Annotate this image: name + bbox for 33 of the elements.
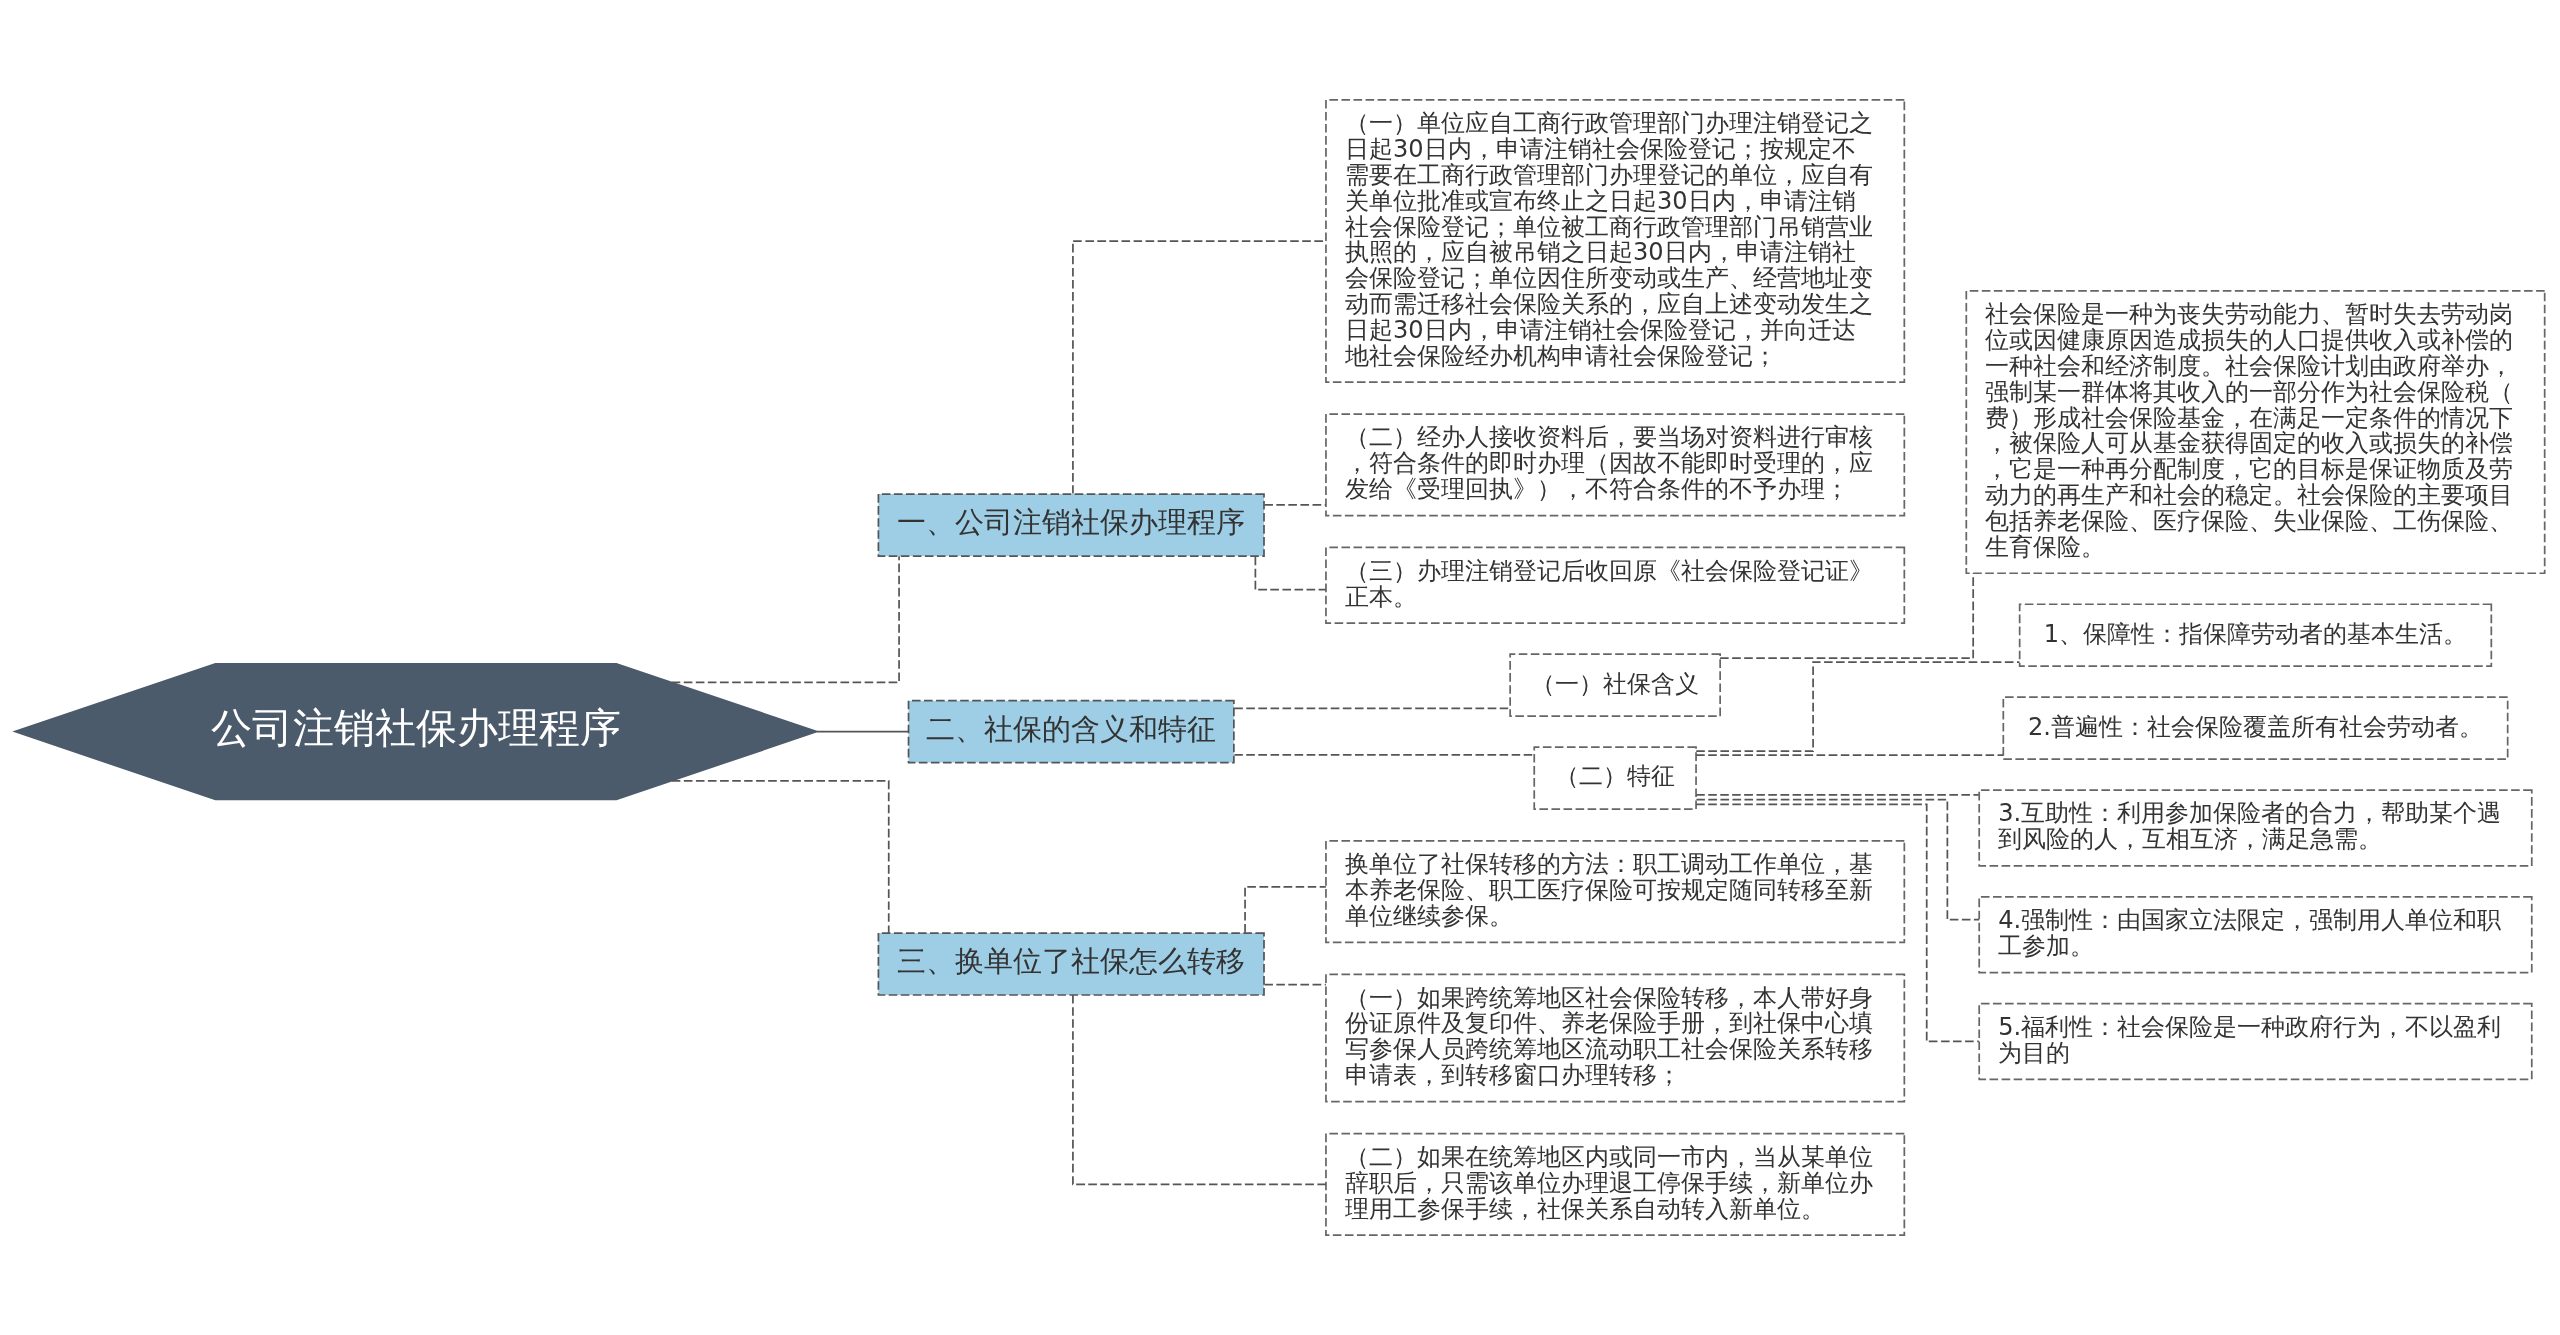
- connector: [1233, 707, 1511, 710]
- connector: [1072, 994, 1327, 1186]
- node-box: 社会保险是一种为丧失劳动能力、暂时失去劳动岗位或因健康原因造成损失的人口提供收入或补偿的一种社会和经济制度。社会保险计划由政府举办，强制某一群体将其收入的一部分作为社会保险税（费）形成社会保险基金，在满足一定条件的情况下，被保险人可从基金获得固定的收入或损失的补偿，它是一种再分配制度，它的目标是保证物质及劳动力的再生产和社会的稳定。社会保险的主要项目包括养老保险、医疗保险、失业保险、工伤保险、生育保险。: [1965, 290, 2546, 575]
- node-box: 2.普遍性：社会保险覆盖所有社会劳动者。: [2002, 696, 2509, 760]
- connector: [670, 780, 890, 934]
- node-box: 一、公司注销社保办理程序: [877, 493, 1265, 557]
- node-box: （二）特征: [1533, 746, 1697, 810]
- node-box: （三）办理注销登记后收回原《社会保险登记证》正本。: [1325, 546, 1906, 625]
- node-box: 1、保障性：指保障劳动者的基本生活。: [2018, 603, 2493, 668]
- connector: [1263, 983, 1327, 986]
- connector: [1263, 503, 1327, 506]
- connector: [670, 555, 900, 684]
- node-box: 5.福利性：社会保险是一种政府行为，不以盈利为目的: [1978, 1002, 2533, 1081]
- connector: [1695, 803, 1980, 1043]
- node-box: （一）社保含义: [1509, 653, 1721, 717]
- node-box: 三、换单位了社保怎么转移: [877, 932, 1265, 996]
- connector: [1233, 754, 1535, 756]
- node-box: （二）经办人接收资料后，要当场对资料进行审核，符合条件的即时办理（因故不能即时受理的，应发给《受理回执》），不符合条件的不予办理；: [1325, 413, 1906, 517]
- node-box: （一）如果跨统筹地区社会保险转移，本人带好身份证原件及复印件、养老保险手册，到社保中心填写参保人员跨统筹地区流动职工社会保险关系转移申请表，到转移窗口办理转移；: [1325, 973, 1906, 1103]
- connector: [1695, 794, 1980, 796]
- connector: [816, 730, 910, 733]
- connector: [1695, 661, 2021, 752]
- connector: [1254, 555, 1327, 591]
- node-box: （一）单位应自工商行政管理部门办理注销登记之日起30日内，申请注销社会保险登记；按规定不需要在工商行政管理部门办理登记的单位，应自有关单位批准或宣布终止之日起30日内，申请注销社会保险登记；单位被工商行政管理部门吊销营业执照的，应自被吊销之日起30日内，申请注销社会保险登记；单位因住所变动或生产、经营地址变动而需迁移社会保险关系的，应自上述变动发生之日起30日内，申请注销社会保险登记，并向迁达地社会保险经办机构申请社会保险登记；: [1325, 99, 1906, 384]
- node-box: 4.强制性：由国家立法限定，强制用人单位和职工参加。: [1978, 896, 2533, 974]
- connector: [1719, 572, 1975, 660]
- node-box: 换单位了社保转移的方法：职工调动工作单位，基本养老保险、职工医疗保险可按规定随同转移至新单位继续参保。: [1325, 840, 1906, 944]
- connector: [1695, 754, 2004, 756]
- node-box: 二、社保的含义和特征: [907, 699, 1235, 764]
- node-box: 3.互助性：利用参加保险者的合力，帮助某个遇到风险的人，互相互济，满足急需。: [1978, 789, 2533, 867]
- connector: [1244, 886, 1327, 934]
- connector: [1695, 798, 1981, 921]
- node-box: （二）如果在统筹地区内或同一市内，当从某单位辞职后，只需该单位办理退工停保手续，新单位办理用工参保手续，社保关系自动转入新单位。: [1325, 1132, 1906, 1236]
